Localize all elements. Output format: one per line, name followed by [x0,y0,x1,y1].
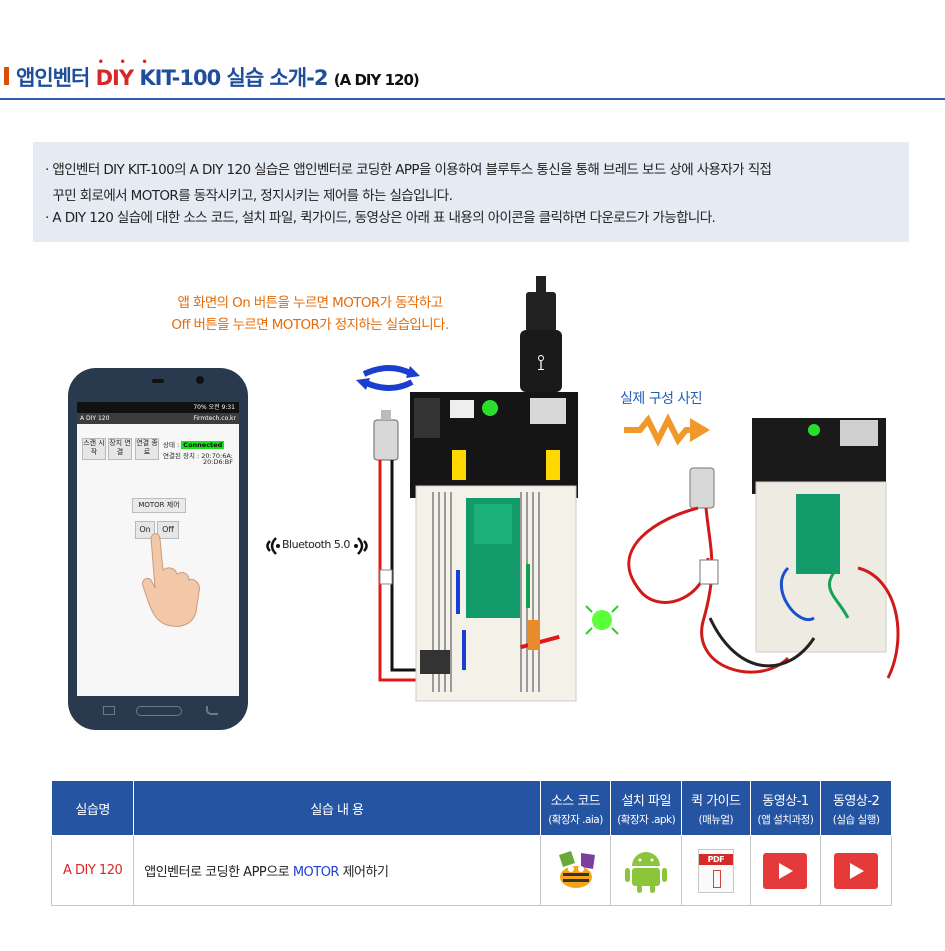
phone-back-button [206,706,218,715]
resistor [528,620,540,650]
video1-cell [749,835,822,906]
install-cell [610,835,683,906]
usb-port [530,398,566,424]
header-install-label: 설치 파일 [621,793,671,809]
header-guide: 퀵 가이드 (매뉴얼) [681,780,751,836]
jumper-wire-green [526,564,530,608]
off-button[interactable]: Off [157,521,179,539]
title-accent-bar [4,67,9,85]
header-video2: 동영상-2 (실습 실행) [820,780,892,836]
title-diy-dots: • • • [97,57,154,68]
row-content: 앱인벤터로 코딩한 APP으로 MOTOR 제어하기 [133,835,541,906]
phone-screen: 70% 오전 9:31 A DIY 120 Firmtech.co.kr 스캔 … [77,402,239,696]
phone-mockup: 70% 오전 9:31 A DIY 120 Firmtech.co.kr 스캔 … [68,368,248,730]
connect-button[interactable]: 장치 연결 [108,438,132,460]
led-green-icon [585,605,619,635]
connection-state: 상태 : Connected [163,439,225,449]
title-text: 앱인벤터 • • •DIY KIT-100 실습 소개-2 (A DIY 120… [16,57,420,92]
power-switch [450,400,474,418]
header-video1: 동영상-1 (앱 설치과정) [749,780,822,836]
real-photo [627,418,900,679]
phone-status-bar: 70% 오전 9:31 [77,402,239,413]
motor-control-label: MOTOR 제어 [132,498,186,513]
table-row: A DIY 120 앱인벤터로 코딩한 APP으로 MOTOR 제어하기 [50,835,892,906]
breadboard-diagram: ⟟ [356,276,619,702]
callout-text: 앱 화면의 On 버튼을 누르면 MOTOR가 동작하고 Off 버튼을 누르면… [140,292,480,336]
state-label: 상태 : [163,441,180,449]
header-source: 소스 코드 (확장자 .aia) [539,780,612,836]
rotation-arrows-icon [356,365,420,391]
title-diy: • • •DIY [95,57,148,90]
callout-line-2: Off 버튼을 누르면 MOTOR가 정지하는 실습입니다. [171,317,449,333]
header-source-label: 소스 코드 [550,793,601,809]
bluetooth-wave-right-icon [354,537,368,555]
table-header-row: 실습명 실습 내 용 소스 코드 (확장자 .aia) 설치 파일 (확장자 .ap… [50,780,892,836]
state-value: Connected [181,441,225,449]
phone-recent-button [103,706,115,715]
source-cell [539,835,612,906]
wire-connector [379,569,393,585]
power-led [482,400,498,416]
bluetooth-label: Bluetooth 5.0 [282,538,350,551]
wavy-arrow-icon [624,413,710,447]
app-title-bar: A DIY 120 Firmtech.co.kr [77,413,239,424]
jumper-wire-blue [456,570,460,614]
hand-pointer-icon [142,533,200,627]
device-value: 20:D6:BF [203,458,233,466]
row-content-highlight: MOTOR [292,865,340,880]
header-install-sub: (확장자 .apk) [617,813,676,826]
pdf-label: PDF [698,853,733,865]
bluetooth-wave-left-icon [266,537,280,555]
callout-line-1: 앱 화면의 On 버튼을 누르면 MOTOR가 동작하고 [177,295,444,311]
dc-jack [414,398,440,438]
play-icon[interactable] [834,852,879,889]
scan-button[interactable]: 스캔 시작 [82,438,106,460]
usb-cable: ⟟ [520,276,562,392]
row-content-after: 제어하기 [338,865,389,880]
header-guide-label: 퀵 가이드 [691,793,741,809]
phone-camera [196,376,204,384]
header-video1-sub: (앱 설치과정) [757,813,814,826]
device-label: 연결된 장치 : 20:70:6A: [163,452,233,460]
app-title: A DIY 120 [80,415,110,422]
dc-motor [373,410,399,461]
download-table: 실습명 실습 내 용 소스 코드 (확장자 .aia) 설치 파일 (확장자 .ap… [50,780,892,906]
page-title: 앱인벤터 • • •DIY KIT-100 실습 소개-2 (A DIY 120… [0,52,945,100]
android-icon[interactable] [624,848,668,894]
phone-home-button [136,706,182,716]
title-suffix: (A DIY 120) [333,71,420,89]
svg-text:⟟: ⟟ [537,351,545,376]
play-icon[interactable] [763,852,808,889]
on-button[interactable]: On [135,521,155,539]
header-guide-sub: (매뉴얼) [698,813,734,826]
header-video1-label: 동영상-1 [762,793,809,809]
photo-motor [689,467,715,509]
pdf-symbol [712,869,721,888]
description-line-2: 꾸민 회로에서 MOTOR를 동작시키고, 정지시키는 제어를 하는 실습입니다… [45,188,453,204]
video2-cell [820,835,892,906]
description-line-3: · A DIY 120 실습에 대한 소스 코드, 설치 파일, 퀵가이드, 동… [45,210,716,226]
header-name: 실습명 [50,780,135,836]
app-inventor-bee-icon[interactable] [551,850,601,891]
phone-speaker [152,379,164,383]
row-content-before: 앱인벤터로 코딩한 APP으로 [144,865,293,880]
description-box: · 앱인벤터 DIY KIT-100의 A DIY 120 실습은 앱인벤터로 … [33,142,909,242]
app-brand: Firmtech.co.kr [193,415,236,422]
motor-driver-chip [420,650,450,674]
description-line-1: · 앱인벤터 DIY KIT-100의 A DIY 120 실습은 앱인벤터로 … [45,162,772,178]
title-main: KIT-100 실습 소개-2 [133,66,334,90]
photo-label: 실제 구성 사진 [620,391,703,407]
header-video2-label: 동영상-2 [832,793,880,809]
header-source-sub: (확장자 .aia) [548,813,603,826]
header-video2-sub: (실습 실행) [832,813,880,826]
row-name: A DIY 120 [50,835,135,906]
header-install: 설치 파일 (확장자 .apk) [610,780,683,836]
title-diy-text: DIY [95,66,134,90]
pdf-icon[interactable]: PDF [697,848,734,893]
guide-cell: PDF [681,835,751,906]
title-prefix: 앱인벤터 [16,66,96,90]
header-content: 실습 내 용 [133,780,541,836]
disconnect-button[interactable]: 연결 종료 [135,438,159,460]
